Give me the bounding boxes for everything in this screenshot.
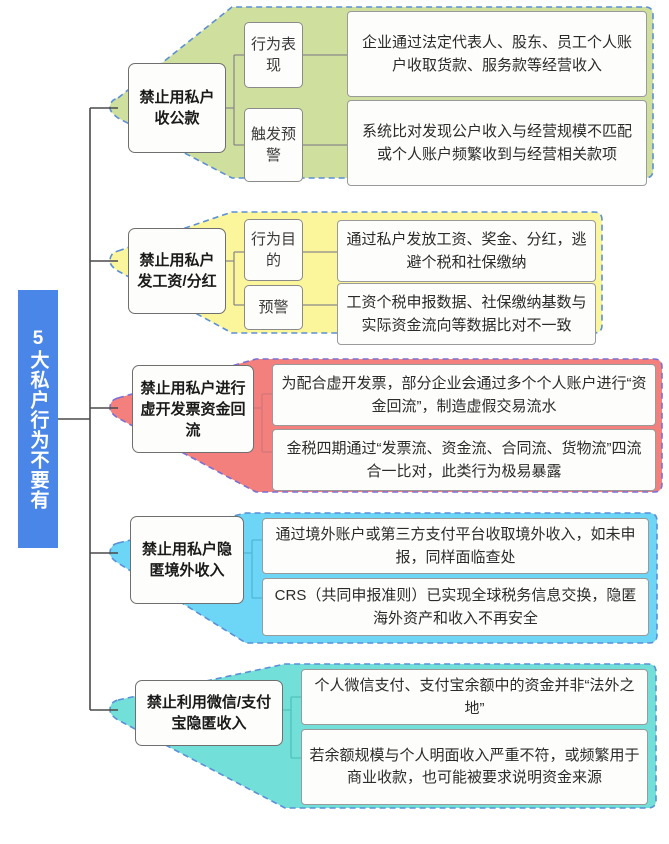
branch-2-child-1-label[interactable]: 行为目的 [244,219,303,281]
branch-2-title[interactable]: 禁止用私户发工资/分红 [128,228,226,314]
branch-1-child-1-label[interactable]: 行为表现 [244,22,303,88]
branch-4-child-1-detail[interactable]: 通过境外账户或第三方支付平台收取境外收入，如未申报，同样面临查处 [262,518,649,574]
branch-1-child-2-label[interactable]: 触发预警 [244,108,303,182]
branch-3-child-2-detail[interactable]: 金税四期通过“发票流、资金流、合同流、货物流”四流合一比对，此类行为极易暴露 [272,429,656,491]
connector-b1-title-children [226,54,244,146]
branch-4-child-2-detail[interactable]: CRS（共同申报准则）已实现全球税务信息交换，隐匿海外资产和收入不再安全 [262,578,649,636]
branch-1-child-2-detail[interactable]: 系统比对发现公户收入与经营规模不匹配或个人账户频繁收到与经营相关款项 [347,100,647,186]
branch-2-child-2-detail[interactable]: 工资个税申报数据、社保缴纳基数与实际资金流向等数据比对不一致 [337,283,596,345]
connector-b4-title-children [244,539,262,599]
connector-b5-title-children [283,696,301,759]
branch-4-title[interactable]: 禁止用私户隐匿境外收入 [130,516,244,604]
branch-5-child-1-detail[interactable]: 个人微信支付、支付宝余额中的资金并非“法外之地” [301,669,648,725]
branch-3-child-1-detail[interactable]: 为配合虚开发票，部分企业会通过多个个人账户进行“资金回流”，制造虚假交易流水 [272,364,656,426]
branch-3-title[interactable]: 禁止用私户进行虚开发票资金回流 [132,365,254,453]
branch-5-child-2-detail[interactable]: 若余额规模与个人明面收入严重不符，或频繁用于商业收款，也可能被要求说明资金来源 [301,729,648,805]
branch-5-title[interactable]: 禁止利用微信/支付宝隐匿收入 [135,680,283,746]
connector-b2-title-children [226,251,244,306]
branch-2-child-1-detail[interactable]: 通过私户发放工资、奖金、分红，逃避个税和社保缴纳 [337,220,596,282]
branch-1-child-1-detail[interactable]: 企业通过法定代表人、股东、员工个人账户收取货款、服务款等经营收入 [347,11,647,97]
root-node[interactable]: 5大私户行为不要有 [18,290,58,548]
connector-b3-title-children [254,393,272,453]
branch-1-title[interactable]: 禁止用私户收公款 [128,63,226,153]
branch-2-child-2-label[interactable]: 预警 [244,285,303,330]
